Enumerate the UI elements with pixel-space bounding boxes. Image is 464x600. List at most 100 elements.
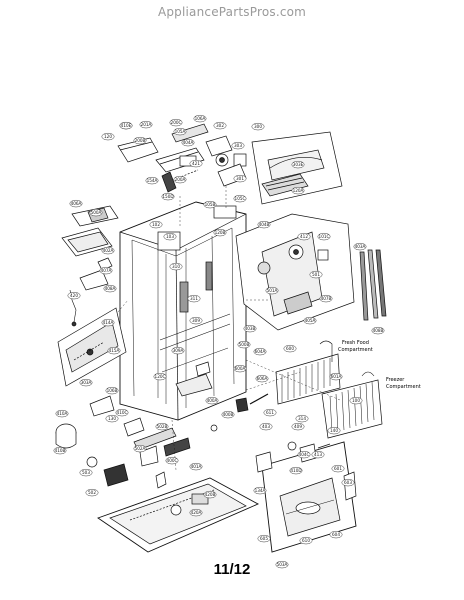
- part-number-label: 415A: [109, 348, 120, 353]
- part-number-callout: 120C: [153, 372, 167, 381]
- part-number-label: 420B: [205, 492, 216, 497]
- part-number-callout: 200A: [173, 175, 187, 184]
- part-number-callout: 408B: [371, 326, 385, 335]
- part-number-callout: 407B: [319, 294, 333, 303]
- part-number-callout: 106B: [105, 386, 119, 395]
- part-number-callout: 303A: [79, 378, 93, 387]
- part-number-label: 200C: [171, 120, 182, 125]
- part-number-label: 150D: [162, 194, 173, 199]
- part-number-callout: 409: [291, 422, 305, 431]
- part-number-callout: 502A: [133, 444, 147, 453]
- part-number-label: 105A: [175, 129, 186, 134]
- part-number-callout: 106A: [193, 114, 207, 123]
- misc-small-parts: [155, 393, 269, 489]
- part-number-label: 404A: [183, 140, 194, 145]
- part-number-callout: 600: [283, 344, 297, 353]
- left-shelf-parts: [61, 205, 119, 327]
- part-number-callout: 414A: [101, 318, 115, 327]
- vertical-rods: [359, 249, 387, 321]
- part-number-callout: 610: [299, 536, 313, 545]
- part-number-label: 400A: [207, 398, 218, 403]
- part-number-label: 300: [254, 124, 262, 129]
- part-number-callout: 420B: [203, 490, 217, 499]
- part-number-label: 105C: [235, 196, 246, 201]
- fresh-food-evaporator: [275, 340, 341, 405]
- part-number-label: 600: [286, 346, 294, 351]
- back-wiring-panel: [57, 307, 127, 387]
- part-number-callout: 420A: [189, 508, 203, 517]
- part-number-label: 401A: [191, 464, 202, 469]
- part-number-label: 600A: [235, 366, 246, 371]
- part-number-callout: 303E: [291, 160, 305, 169]
- part-number-callout: 120A: [291, 186, 305, 195]
- part-number-label: 200B: [135, 138, 146, 143]
- part-number-label: 130: [108, 416, 116, 421]
- part-number-callout: 401A: [189, 462, 203, 471]
- part-number-label: 409: [294, 424, 302, 429]
- part-number-label: 134A: [255, 488, 266, 493]
- part-number-callout: 611: [263, 408, 277, 417]
- part-number-label: 402A: [103, 248, 114, 253]
- part-number-callout: 410E: [119, 121, 133, 130]
- page-number: 11/12: [213, 561, 251, 578]
- part-number-callout: 309: [189, 316, 203, 325]
- part-number-callout: 407A: [99, 266, 113, 275]
- part-number-callout: 120B: [213, 228, 227, 237]
- part-number-label: 410E: [121, 123, 132, 128]
- part-number-label: 413: [314, 452, 322, 457]
- part-number-callout: 406A: [69, 199, 83, 208]
- part-number-callout: 300: [251, 122, 265, 131]
- part-number-callout: 601A: [329, 372, 343, 381]
- part-number-callout: 102: [149, 220, 163, 229]
- part-number-label: 140: [330, 428, 338, 433]
- part-number-label: 601: [334, 466, 342, 471]
- part-number-callout: 502B: [155, 422, 169, 431]
- part-number-callout: 502: [85, 488, 99, 497]
- part-number-label: 503: [82, 470, 90, 475]
- part-number-callout: 501A: [265, 286, 279, 295]
- watermark: AppliancePartsPros.com: [157, 5, 307, 19]
- part-number-label: 309A: [173, 348, 184, 353]
- part-number-label: 303E: [293, 162, 304, 167]
- part-number-callout: 154A: [145, 176, 159, 185]
- part-number-label: 603: [344, 480, 352, 485]
- callout-fresh-food: Fresh Food Compartment: [338, 340, 373, 353]
- part-number-callout: 404B: [257, 220, 271, 229]
- part-number-label: 400C: [167, 458, 178, 463]
- part-number-callout: 404C: [297, 450, 311, 459]
- part-number-callout: 309A: [171, 346, 185, 355]
- part-number-callout: 400A: [205, 396, 219, 405]
- part-number-callout: 311: [187, 294, 201, 303]
- part-number-callout: 600A: [233, 364, 247, 373]
- part-number-label: 406A: [71, 201, 82, 206]
- part-number-label: 503A: [277, 562, 288, 567]
- part-number-label: 154A: [147, 178, 158, 183]
- callout-freezer: Freezer Compartment: [386, 377, 421, 390]
- part-number-label: 403: [262, 424, 270, 429]
- part-number-label: 120B: [215, 230, 226, 235]
- part-number-callout: 604: [329, 530, 343, 539]
- part-number-label: 309: [192, 318, 200, 323]
- fresh-food-label-line2: Compartment: [338, 347, 373, 353]
- part-number-label: 420: [70, 293, 78, 298]
- part-number-label: 421: [192, 161, 200, 166]
- part-labels: 101A120200B201A200C106A105A302303404A421…: [53, 114, 385, 569]
- part-number-label: 502A: [135, 446, 146, 451]
- freezer-evaporator: [321, 371, 383, 439]
- part-number-callout: 105A: [173, 127, 187, 136]
- part-number-label: 405A: [305, 318, 316, 323]
- part-number-callout: 403B: [243, 324, 257, 333]
- part-number-label: 410B: [55, 448, 66, 453]
- part-number-label: 604: [332, 532, 340, 537]
- part-number-label: 303A: [81, 380, 92, 385]
- part-number-callout: 150D: [161, 192, 175, 201]
- part-number-callout: 601: [331, 464, 345, 473]
- part-number-callout: 105C: [233, 194, 247, 203]
- part-number-callout: 303: [231, 141, 245, 150]
- part-number-callout: 310: [169, 262, 183, 271]
- part-number-label: 500A: [91, 210, 102, 215]
- part-number-callout: 420: [67, 291, 81, 300]
- part-number-callout: 130: [105, 414, 119, 423]
- part-number-callout: 101C: [317, 232, 331, 241]
- part-number-callout: 403: [259, 422, 273, 431]
